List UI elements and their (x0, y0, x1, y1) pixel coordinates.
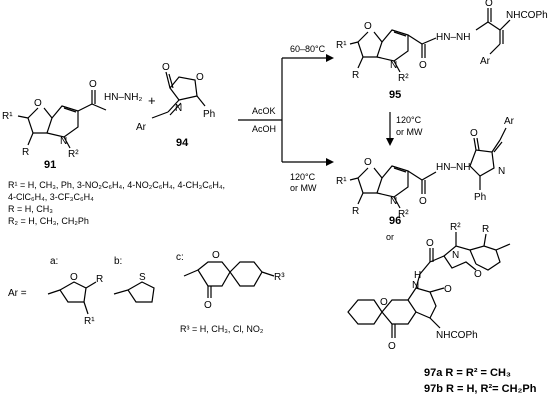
o-96-imidazolone: O (470, 128, 478, 139)
cond-lower-2: or MW (290, 183, 317, 193)
n-91-pyrrole: N (60, 136, 67, 147)
ar-95: Ar (480, 56, 491, 67)
r2-97: R² (450, 222, 461, 233)
ar-a-furyl (47, 281, 97, 315)
cond-reagent-acoh: AcOH (252, 124, 276, 134)
hydrazide-95: HN–NH (436, 32, 470, 43)
compound-97-structure (347, 232, 511, 338)
r2-96: R² (398, 209, 409, 220)
cond-vert-2: or MW (396, 127, 423, 137)
o-ar-a: O (70, 272, 78, 283)
r-ar-a: R (96, 274, 103, 285)
r-95: R (352, 70, 359, 81)
o-96-furan: O (364, 157, 372, 168)
o-ar-c-ring: O (212, 250, 220, 261)
r2-definition: R₂ = H, CH₃, CH₂Ph (8, 216, 89, 226)
r1-definition-line1: R¹ = H, CH₃, Ph, 3-NO₂C₆H₄, 4-NO₂C₆H₄, 4… (8, 180, 225, 190)
n-96-imidazole: N (498, 166, 505, 177)
ar-label-b: b: (114, 256, 122, 267)
cond-lower-1: 120°C (290, 172, 316, 182)
ar-96: Ar (504, 116, 515, 127)
o-97-pyran: O (380, 297, 388, 308)
o-95-acyl: O (485, 0, 493, 9)
r3-definition: R³ = H, CH₃, Cl, NO₂ (180, 324, 264, 334)
r-96: R (352, 206, 359, 217)
n-97-ring: N (412, 280, 419, 291)
h-97-nh: H (414, 270, 421, 281)
r-91: R (22, 147, 29, 158)
reaction-arrows (238, 54, 394, 166)
hydrazide-91: HN–NH₂ (104, 92, 142, 103)
o-ar-c-carbonyl: O (204, 300, 212, 311)
ph-96: Ph (474, 192, 486, 203)
plus-sign: + (148, 93, 156, 108)
o-91-furan: O (34, 98, 42, 109)
compound-96-structure (349, 127, 507, 209)
ar-b-thienyl (113, 281, 155, 303)
r1-definition-line2: 4-ClC₆H₄, 3-CF₃C₆H₄ (8, 192, 94, 202)
hn-n-96: HN–NH (436, 162, 470, 173)
o-94-carbonyl: O (162, 62, 170, 73)
s-ar-b: S (139, 272, 146, 283)
o-97-pyridone: O (444, 284, 452, 295)
label-94: 94 (176, 137, 189, 149)
legend-97b: 97b R = H, R²= CH₂Ph (424, 383, 537, 395)
o-97-chromone: O (388, 341, 396, 352)
o-91-carbonyl: O (89, 79, 97, 90)
cond-reagent-acok: AcOK (252, 106, 276, 116)
n-97-pyrrole: N (452, 250, 459, 261)
ar-c-chromonyl (183, 261, 275, 298)
r1-96: R¹ (336, 176, 347, 187)
r1-ar-a: R¹ (84, 316, 95, 327)
r2-95: R² (398, 73, 409, 84)
r3-ar-c: R³ (274, 272, 285, 283)
compound-95-structure (349, 8, 511, 73)
or-text: or (386, 232, 394, 242)
nhcoph-97: NHCOPh (436, 330, 478, 341)
o-95-carbonyl: O (419, 60, 427, 71)
r1-95: R¹ (336, 40, 347, 51)
o-97-amide: O (426, 238, 434, 249)
n-95-pyrrole: N (390, 60, 397, 71)
compound-91-structure (17, 90, 107, 149)
ar-equals: Ar = (8, 288, 27, 299)
compound-94-structure (151, 71, 206, 119)
n-96-pyrrole: N (390, 196, 397, 207)
ar-label-c: c: (176, 252, 184, 263)
o-96-carbonyl: O (419, 196, 427, 207)
ar-label-a: a: (50, 256, 58, 267)
cond-vert-1: 120°C (396, 115, 422, 125)
n-94-ring: N (175, 103, 182, 114)
label-95: 95 (389, 89, 401, 101)
o-95-furan: O (364, 21, 372, 32)
ph-94: Ph (203, 109, 215, 120)
legend-97a: 97a R = R² = CH₃ (424, 367, 511, 379)
nhcoph-95: NHCOPh (506, 10, 548, 21)
label-91: 91 (44, 159, 56, 171)
ar-94: Ar (136, 122, 147, 133)
label-96: 96 (389, 215, 401, 227)
cond-top: 60–80°C (290, 44, 326, 54)
o-97-furan: O (474, 269, 482, 280)
r2-91: R² (68, 149, 79, 160)
r1-91: R¹ (2, 111, 13, 122)
o-94-ring: O (196, 72, 204, 83)
r-97: R (482, 224, 489, 235)
r-definition: R = H, CH₃ (8, 204, 53, 214)
